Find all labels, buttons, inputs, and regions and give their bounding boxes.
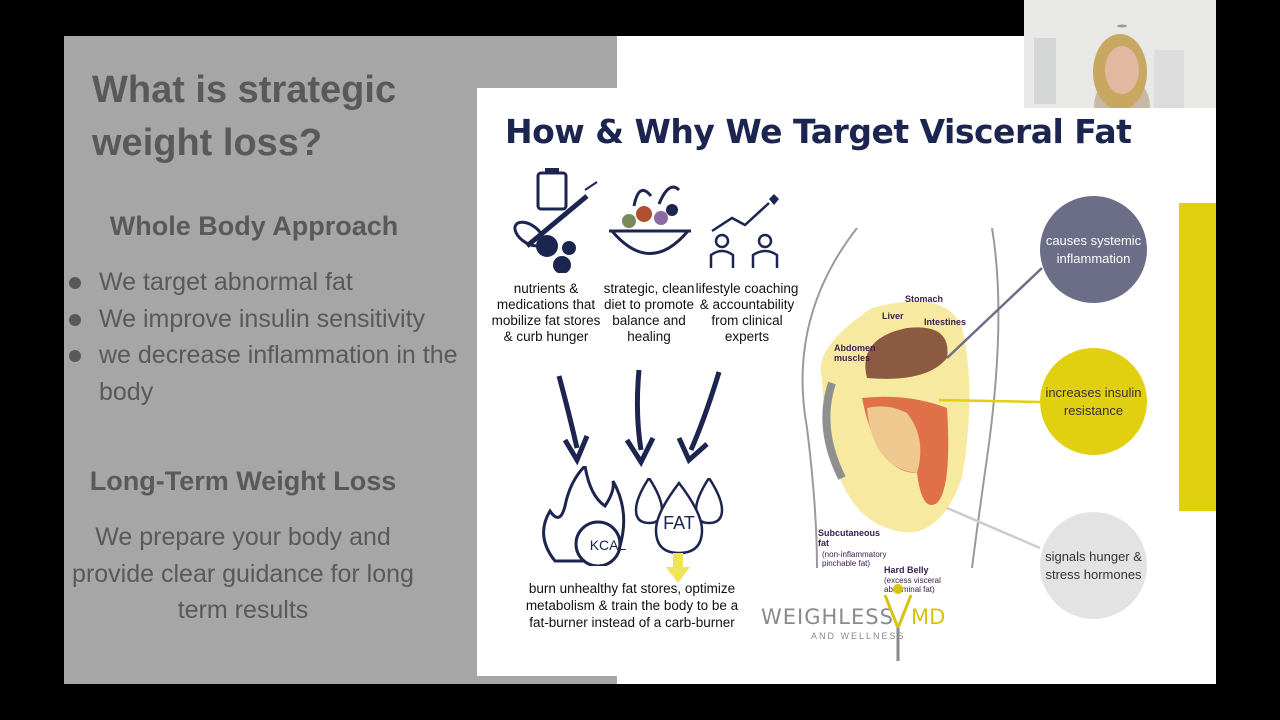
label-hard-belly-note: (excess visceral abdominal fat) <box>884 576 941 594</box>
kcal-label: KCAL <box>589 537 627 553</box>
coaching-icon <box>709 194 779 268</box>
logo-suffix: MD <box>911 605 946 629</box>
bullet-dot-icon <box>69 313 81 326</box>
presentation-slide: What is strategic weight loss? Whole Bod… <box>64 36 1216 684</box>
down-arrow-icon <box>666 553 690 583</box>
section-heading-whole-body: Whole Body Approach <box>109 211 399 241</box>
flame-icon <box>542 466 626 566</box>
circle-insulin: increases insulin resistance <box>1040 348 1147 455</box>
abdomen-anatomy-illustration <box>801 228 1000 568</box>
accent-bar <box>1179 203 1216 511</box>
bullet-text: we decrease inflammation in the body <box>99 341 458 406</box>
fat-drops-icon <box>634 478 724 555</box>
label-liver: Liver <box>882 311 904 321</box>
bullet-dot-icon <box>69 277 81 289</box>
circle-inflammation: causes systemic inflammation <box>1040 196 1147 303</box>
logo-tagline: AND WELLNESS <box>811 631 906 641</box>
closing-text: We prepare your body and provide clear g… <box>72 523 414 624</box>
logo-name: WEIGHLESS <box>761 605 894 629</box>
label-hard-belly: Hard Belly <box>884 565 929 575</box>
pills-syringe-icon <box>513 168 598 273</box>
bullet-item: we decrease inflammation in the body <box>64 337 464 410</box>
label-subcutaneous-note: (non-inflammatory pinchable fat) <box>822 550 887 568</box>
circle-hunger: signals hunger & stress hormones <box>1040 512 1147 619</box>
salad-bowl-icon <box>609 185 691 255</box>
bullet-dot-icon <box>69 350 81 362</box>
label-stomach: Stomach <box>905 294 944 304</box>
slide-title: What is strategic weight loss? <box>92 69 397 164</box>
logo-figure-icon <box>883 584 913 661</box>
webcam-thumbnail <box>1024 0 1216 108</box>
section-heading-long-term: Long-Term Weight Loss <box>89 466 397 496</box>
bullet-text: We target abnormal fat <box>99 268 353 296</box>
circle-text: causes systemic inflammation <box>1045 232 1142 266</box>
column-text-coaching: lifestyle coaching & accountability from… <box>695 281 799 344</box>
bullet-list: We target abnormal fat We improve insuli… <box>64 264 464 410</box>
bullet-item: We target abnormal fat <box>64 264 464 301</box>
circle-text: increases insulin resistance <box>1045 384 1142 418</box>
connector-lines <box>938 267 1043 550</box>
column-text-diet: strategic, clean diet to promote balance… <box>603 281 695 344</box>
fat-label: FAT <box>663 513 695 533</box>
column-text-nutrients: nutrients & medications that mobilize fa… <box>491 281 601 344</box>
result-text: burn unhealthy fat stores, optimize meta… <box>525 581 739 630</box>
infographic: How & Why We Target Visceral Fat <box>477 88 1216 676</box>
arrows-graphic <box>556 369 722 468</box>
presenter-video-icon <box>1024 0 1216 108</box>
bullet-item: We improve insulin sensitivity <box>64 301 464 338</box>
weighless-md-logo: WEIGHLESS MD AND WELLNESS <box>761 583 971 663</box>
label-subcutaneous-fat: Subcutaneous fat <box>818 528 881 548</box>
label-abdomen-muscles: Abdomen muscles <box>834 343 876 363</box>
infographic-title: How & Why We Target Visceral Fat <box>505 112 1132 151</box>
label-intestines: Intestines <box>924 317 967 327</box>
circle-text: signals hunger & stress hormones <box>1045 548 1142 582</box>
bullet-text: We improve insulin sensitivity <box>99 304 426 333</box>
